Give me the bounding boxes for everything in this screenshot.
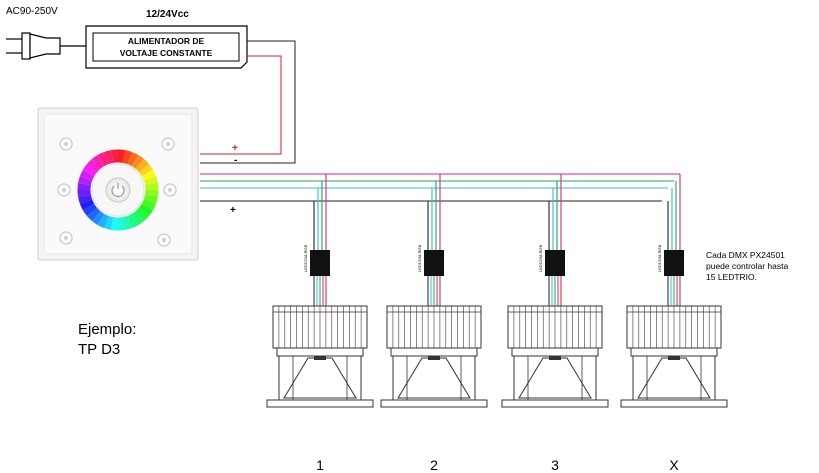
example-label: Ejemplo: [78,321,136,338]
lamp-collar [276,347,364,357]
lamp-collar [511,347,599,357]
bus-wires [200,173,680,202]
mode-icon [64,142,68,146]
lamp-flange [620,399,728,408]
decoder-label: LEDCOM-RGB [303,245,308,272]
color-ring-segment [86,207,101,222]
decoder-label: LEDCOM-RGB [538,245,543,272]
control-panel [37,107,199,261]
center-power-button[interactable] [105,177,131,203]
fixture-number: 3 [551,457,559,473]
color-ring-segment [145,189,159,198]
supply-wire-red [200,55,282,155]
color-ring-segment [91,210,105,226]
panel-button-top-left[interactable] [59,137,73,151]
color-ring-segment [138,203,154,217]
color-ring-segment [110,149,119,163]
brightness-up-icon [166,142,170,146]
supply-label-line2: VOLTAJE CONSTANTE [120,48,213,58]
lamp-led [549,356,561,360]
color-ring-segment [122,215,132,230]
panel-button-top-right[interactable] [161,137,175,151]
speed-icon [168,188,172,192]
fixture-number: 2 [430,457,438,473]
decoder-box [424,250,444,276]
fixture-number: 1 [316,457,324,473]
color-ring-segment [97,151,109,167]
note-line2: puede controlar hasta [706,261,788,271]
color-ring-segment [77,189,91,198]
plus-sign-red: + [232,143,238,154]
color-ring-segment [143,176,158,186]
fixture-number: X [669,457,679,473]
power-plug-icon [6,32,86,60]
color-ring-segment [104,215,114,230]
lamp-led [428,356,440,360]
lamp-led [314,356,326,360]
settings-icon [162,238,166,242]
note-line1: Cada DMX PX24501 [706,250,785,260]
color-ring-segment [79,169,95,181]
fixture-3: LEDCOM-RGB 3 [501,174,609,473]
lamp-flange [266,399,374,408]
color-ring-segment [131,154,145,170]
color-ring-segment [86,158,101,173]
color-ring-segment [135,158,150,173]
lamp-collar [390,347,478,357]
color-ring-segment [141,199,157,211]
color-ring-segment [110,217,119,231]
panel-button-bottom-left[interactable] [59,231,73,245]
example-model: TP D3 [78,341,120,358]
decoder-box [310,250,330,276]
power-supply-box: ALIMENTADOR DE VOLTAJE CONSTANTE [85,25,248,69]
lamp-led [668,356,680,360]
color-ring-segment [97,213,109,229]
note-line3: 15 LEDTRIO. [706,272,757,282]
panel-button-mid-right[interactable] [163,183,177,197]
fixture-4: LEDCOM-RGB X [620,174,728,473]
lamp-collar [630,347,718,357]
color-ring-segment [131,210,145,226]
fixture-1: LEDCOM-RGB 1 [266,174,374,473]
color-ring-segment [78,194,93,204]
color-ring-segment [135,207,150,222]
color-ring-segment [145,182,159,191]
supply-wire-black [200,40,296,164]
output-voltage-label: 12/24Vcc [146,9,189,20]
supply-label-line1: ALIMENTADOR DE [128,36,205,46]
color-ring-segment [91,154,105,170]
decoder-label: LEDCOM-RGB [417,245,422,272]
minus-sign: - [234,155,237,166]
color-ring-segment [117,149,126,163]
brightness-down-icon [62,188,66,192]
power-icon [111,185,125,197]
color-ring-segment [79,199,95,211]
decoder-box [545,250,565,276]
decoder-box [664,250,684,276]
color-ring-segment [143,194,158,204]
input-voltage-label: AC90-250V [6,6,58,17]
color-ring-segment [117,217,126,231]
color-ring-segment [77,182,91,191]
lamp-flange [380,399,488,408]
color-ring-segment [82,203,98,217]
zone-icon [64,236,68,240]
bus-plus-sign: + [230,205,236,216]
color-ring-segment [127,213,139,229]
fixture-2: LEDCOM-RGB 2 [380,174,488,473]
color-ring-segment [78,176,93,186]
decoder-label: LEDCOM-RGB [657,245,662,272]
color-ring-segment [138,163,154,177]
lamp-flange [501,399,609,408]
color-ring-segment [82,163,98,177]
color-ring-segment [122,150,132,165]
panel-button-bottom-right[interactable] [157,233,171,247]
color-ring-segment [127,151,139,167]
fixtures-layer: LEDCOM-RGB1LEDCOM-RGB2LEDCOM-RGB3LEDCOM-… [266,174,728,473]
panel-button-mid-left[interactable] [57,183,71,197]
color-ring-segment [104,150,114,165]
color-ring-segment [141,169,157,181]
